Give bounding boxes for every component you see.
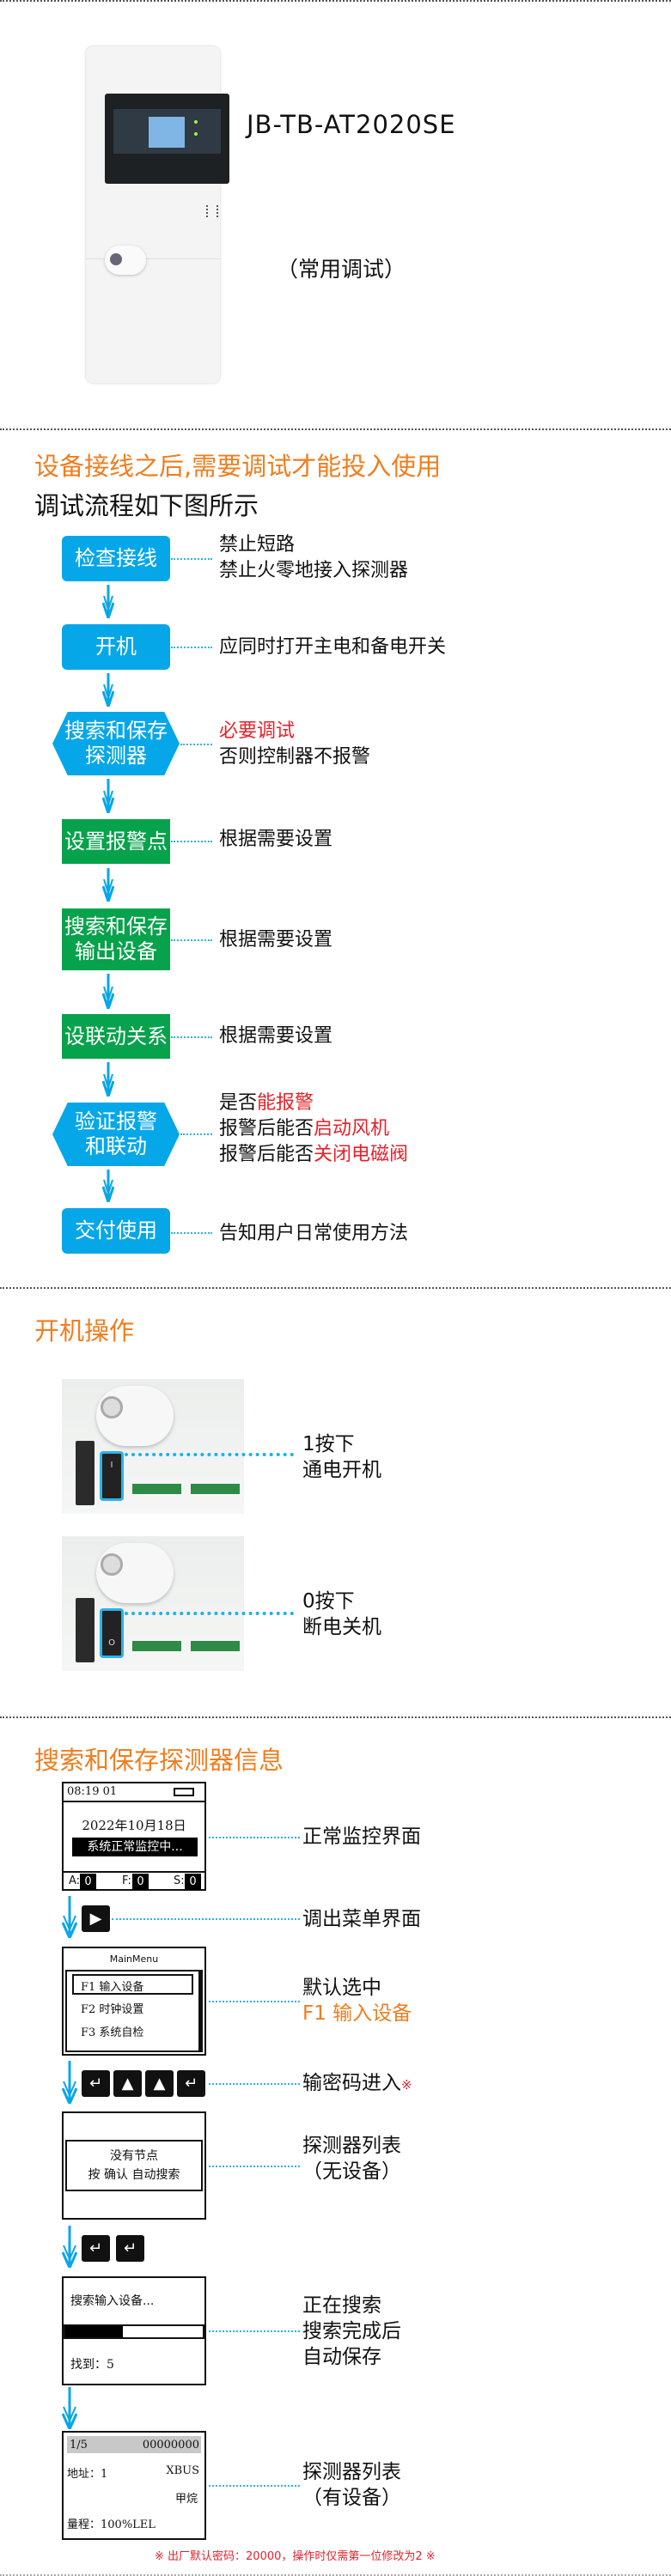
down-arrow-icon bbox=[61, 1896, 78, 1941]
step-desc: 告知用户日常使用方法 bbox=[219, 1223, 409, 1244]
enter-key-button[interactable]: ↵ bbox=[116, 2235, 144, 2262]
right-key-button[interactable]: ▶ bbox=[82, 1905, 110, 1932]
section-subtitle: 调试流程如下图所示 bbox=[34, 491, 259, 520]
menu-item[interactable]: F3 系统自检 bbox=[81, 2026, 144, 2039]
section-title: 设备接线之后,需要调试才能投入使用 bbox=[34, 452, 442, 481]
down-arrow-icon bbox=[61, 2387, 78, 2433]
down-arrow-icon bbox=[101, 673, 115, 711]
flow-step-check-wiring: 检查接线 bbox=[62, 536, 170, 581]
down-arrow-icon bbox=[101, 974, 115, 1013]
screen-label: 调出菜单界面 bbox=[302, 1908, 421, 1930]
down-arrow-icon bbox=[101, 585, 115, 623]
speaker-icon bbox=[206, 205, 218, 217]
footnote: ※ 出厂默认密码：20000，操作时仅需第一位修改为2 ※ bbox=[155, 2550, 436, 2563]
control-panel bbox=[105, 94, 229, 184]
divider bbox=[0, 1716, 671, 1718]
lock-cover bbox=[105, 246, 146, 275]
model-name: JB-TB-AT2020SE bbox=[247, 110, 456, 139]
step-desc: 根据需要设置 bbox=[219, 1025, 333, 1047]
step-desc: 根据需要设置 bbox=[219, 929, 333, 951]
flow-step-search-outputs: 搜索和保存输出设备 bbox=[62, 908, 170, 970]
monitor-screen: 08:19 01 2022年10月18日 系统正常监控中... A:0 F:0 … bbox=[62, 1782, 206, 1891]
product-image bbox=[86, 46, 229, 383]
screen-label: 探测器列表（有设备） bbox=[302, 2461, 401, 2509]
down-arrow-icon bbox=[101, 1170, 115, 1206]
searching-screen: 搜索输入设备... 找到：5 bbox=[62, 2276, 206, 2385]
divider bbox=[0, 2574, 671, 2576]
step-desc: 根据需要设置 bbox=[219, 829, 333, 850]
flow-step-set-alarm-point: 设置报警点 bbox=[62, 819, 170, 864]
flow-step-power-on: 开机 bbox=[62, 624, 170, 670]
step-desc: 必要调试否则控制器不报警 bbox=[219, 720, 371, 768]
divider bbox=[0, 1287, 671, 1289]
power-switch-icon: O bbox=[100, 1608, 124, 1658]
up-key-button[interactable]: ▲ bbox=[145, 2070, 174, 2097]
enter-key-button[interactable]: ↵ bbox=[82, 2070, 110, 2097]
enter-key-button[interactable]: ↵ bbox=[82, 2235, 110, 2262]
search-progress-bar bbox=[64, 2324, 204, 2339]
flow-step-deliver: 交付使用 bbox=[62, 1208, 170, 1254]
power-on-label: 1按下通电开机 bbox=[302, 1433, 381, 1481]
up-key-button[interactable]: ▲ bbox=[113, 2070, 142, 2097]
flow-step-set-linkage: 设联动关系 bbox=[62, 1014, 170, 1059]
down-arrow-icon bbox=[61, 2061, 78, 2107]
device-list-screen: 1/5 00000000 地址：1 XBUS 甲烷 量程：100%LEL bbox=[62, 2431, 206, 2540]
product-caption: （常用调试） bbox=[277, 257, 406, 282]
enter-key-button[interactable]: ↵ bbox=[177, 2070, 205, 2097]
divider bbox=[0, 428, 671, 430]
screen-label: 正常监控界面 bbox=[302, 1826, 421, 1848]
battery-icon bbox=[174, 1788, 194, 1796]
down-arrow-icon bbox=[101, 1062, 115, 1101]
step-desc: 是否能报警 报警后能否启动风机 报警后能否关闭电磁阀 bbox=[219, 1092, 409, 1165]
power-switch-icon: I bbox=[100, 1451, 124, 1501]
screen-label: 输密码进入※ bbox=[302, 2072, 412, 2094]
down-arrow-icon bbox=[101, 868, 115, 906]
step-desc: 应同时打开主电和备电开关 bbox=[219, 636, 447, 658]
no-device-screen: 没有节点 按 确认 自动搜索 bbox=[62, 2111, 206, 2220]
down-arrow-icon bbox=[101, 779, 115, 817]
divider bbox=[0, 0, 671, 2]
switch-photo-off: O bbox=[62, 1536, 244, 1671]
screen-label: 探测器列表（无设备） bbox=[302, 2135, 401, 2183]
lcd-screen bbox=[149, 117, 185, 148]
key-lock-icon bbox=[110, 253, 122, 265]
switch-photo-on: I bbox=[62, 1379, 244, 1514]
power-off-label: 0按下断电关机 bbox=[302, 1590, 381, 1638]
menu-item-selected[interactable]: F1 输入设备 bbox=[72, 1974, 193, 1995]
main-menu-screen: MainMenu F1 输入设备 F2 时钟设置 F3 系统自检 bbox=[62, 1947, 206, 2056]
screen-label: 正在搜索搜索完成后自动保存 bbox=[302, 2294, 401, 2368]
flow-step-verify-alarm: 验证报警和联动 bbox=[52, 1103, 180, 1166]
section-title: 搜索和保存探测器信息 bbox=[34, 1746, 284, 1775]
flow-step-search-detectors: 搜索和保存探测器 bbox=[52, 712, 180, 775]
step-desc: 禁止短路禁止火零地接入探测器 bbox=[219, 534, 409, 581]
section-title: 开机操作 bbox=[34, 1316, 135, 1346]
down-arrow-icon bbox=[61, 2226, 78, 2271]
menu-item[interactable]: F2 时钟设置 bbox=[81, 2003, 144, 2016]
